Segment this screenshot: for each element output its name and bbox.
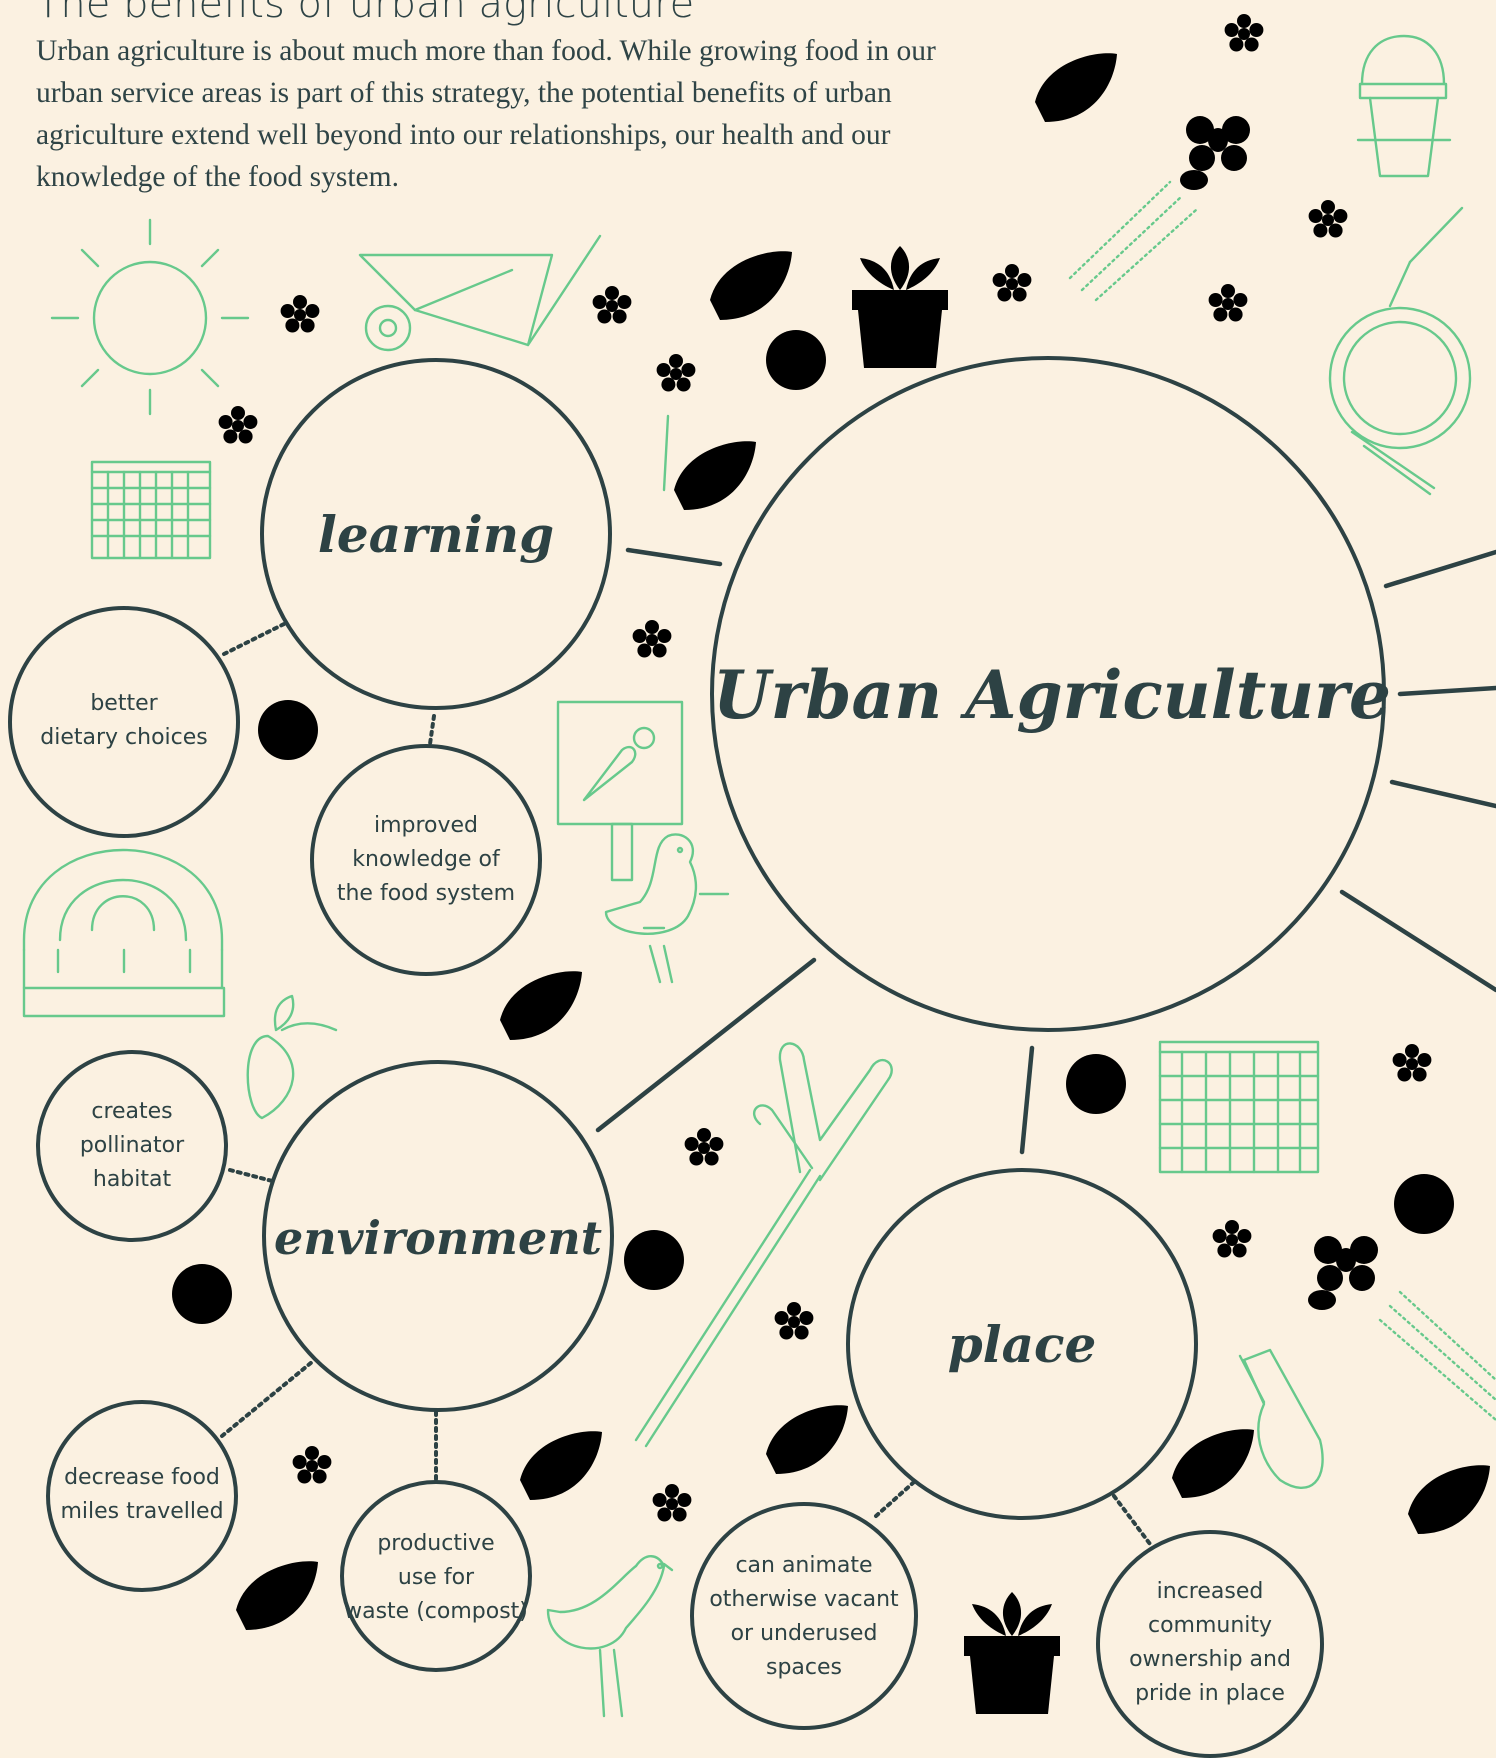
tree-icon xyxy=(624,1230,684,1320)
tree-icon xyxy=(766,330,826,420)
benefit-line: increased xyxy=(1157,1579,1264,1604)
flower-icon xyxy=(218,406,258,444)
leaf-icon xyxy=(500,971,582,1042)
benefit-line: knowledge of xyxy=(352,847,501,872)
benefit-line: better xyxy=(90,691,158,716)
plant-pot-icon xyxy=(852,246,948,368)
theme-label-learning: learning xyxy=(318,505,554,564)
theme-label-place: place xyxy=(948,1315,1097,1374)
seed-tray-icon xyxy=(90,460,212,560)
benefit-line: waste (compost) xyxy=(344,1599,528,1624)
benefit-compost: productive use for waste (compost) xyxy=(340,1480,532,1672)
benefit-line: improved xyxy=(374,813,478,838)
tree-icon xyxy=(172,1264,232,1354)
flower-icon xyxy=(292,1446,332,1484)
lantern-icon xyxy=(1356,34,1452,178)
sun-icon xyxy=(50,218,250,416)
intro-paragraph: Urban agriculture is about much more tha… xyxy=(36,35,936,193)
chick-icon xyxy=(604,833,730,984)
benefit-line: pride in place xyxy=(1135,1681,1285,1706)
flower-icon xyxy=(280,295,320,333)
benefit-dietary-choices: better dietary choices xyxy=(8,606,240,838)
benefit-line: spaces xyxy=(766,1655,842,1680)
hose-icon xyxy=(1328,206,1472,496)
benefit-line: community xyxy=(1148,1613,1272,1638)
benefit-line: use for xyxy=(398,1565,475,1590)
seed-tray-icon-2 xyxy=(1158,1040,1320,1174)
leaf-icon xyxy=(236,1561,318,1632)
bee-icon xyxy=(1308,1224,1378,1310)
benefit-line: otherwise vacant xyxy=(709,1587,899,1612)
benefit-line: or underused xyxy=(731,1621,878,1646)
benefit-food-miles: decrease food miles travelled xyxy=(46,1400,238,1592)
theme-learning: learning xyxy=(260,358,612,710)
flower-icon xyxy=(652,1484,692,1522)
leaf-icon xyxy=(1408,1465,1490,1536)
benefit-pollinator-habitat: creates pollinator habitat xyxy=(36,1050,228,1242)
plant-pot-icon xyxy=(964,1592,1060,1714)
header: The benefits of urban agriculture Urban … xyxy=(36,0,1016,198)
benefit-line: miles travelled xyxy=(60,1499,223,1524)
flower-icon xyxy=(632,620,672,658)
tree-icon xyxy=(1066,1054,1126,1144)
benefit-line: dietary choices xyxy=(40,725,207,750)
beet-icon xyxy=(246,994,338,1120)
sign-carrot-icon xyxy=(556,700,684,882)
flower-icon xyxy=(1224,14,1264,52)
theme-label-environment: environment xyxy=(274,1211,602,1265)
flower-icon xyxy=(1308,200,1348,238)
benefit-line: pollinator xyxy=(80,1133,185,1158)
page-title: The benefits of urban agriculture xyxy=(36,0,695,27)
decorative-icons xyxy=(22,14,1496,1718)
flower-icon xyxy=(684,1128,724,1166)
hub-label: Urban Agriculture xyxy=(713,656,1391,734)
benefit-line: ownership and xyxy=(1129,1647,1291,1672)
flower-icon xyxy=(774,1302,814,1340)
leaf-icon xyxy=(1172,1429,1254,1500)
pitchfork-icon xyxy=(634,1042,893,1448)
hen-icon xyxy=(546,1555,674,1718)
theme-environment: environment xyxy=(262,1060,614,1412)
benefit-line: productive xyxy=(377,1531,494,1556)
benefit-line: the food system xyxy=(337,881,515,906)
benefit-line: habitat xyxy=(93,1167,172,1192)
benefit-food-knowledge: improved knowledge of the food system xyxy=(310,744,542,976)
bee-icon xyxy=(1180,104,1250,190)
flower-icon xyxy=(1392,1044,1432,1082)
tree-icon xyxy=(258,700,318,790)
flower-icon xyxy=(592,286,632,324)
leaf-icon xyxy=(766,1405,848,1476)
benefit-line: decrease food xyxy=(64,1465,220,1490)
hub-urban-agriculture: Urban Agriculture xyxy=(710,356,1391,1032)
greenhouse-icon xyxy=(22,849,226,1018)
theme-place: place xyxy=(846,1168,1198,1520)
tree-icon xyxy=(1394,1174,1454,1264)
leaf-icon xyxy=(674,441,756,512)
leaf-icon xyxy=(520,1431,602,1502)
benefit-community-pride: increased community ownership and pride … xyxy=(1096,1530,1324,1758)
wheelbarrow-icon xyxy=(358,234,602,352)
flower-icon xyxy=(656,354,696,392)
flower-icon xyxy=(1212,1220,1252,1258)
speed-lines xyxy=(1068,180,1496,1422)
benefit-line: can animate xyxy=(735,1553,872,1578)
leaf-icon xyxy=(1035,53,1117,124)
flower-icon xyxy=(992,264,1032,302)
benefit-line: creates xyxy=(91,1099,172,1124)
flower-icon xyxy=(1208,284,1248,322)
benefit-animate-spaces: can animate otherwise vacant or underuse… xyxy=(690,1502,918,1730)
connectors xyxy=(220,547,1496,1546)
trowel-icon xyxy=(1238,1348,1324,1490)
leaf-icon xyxy=(710,251,792,322)
